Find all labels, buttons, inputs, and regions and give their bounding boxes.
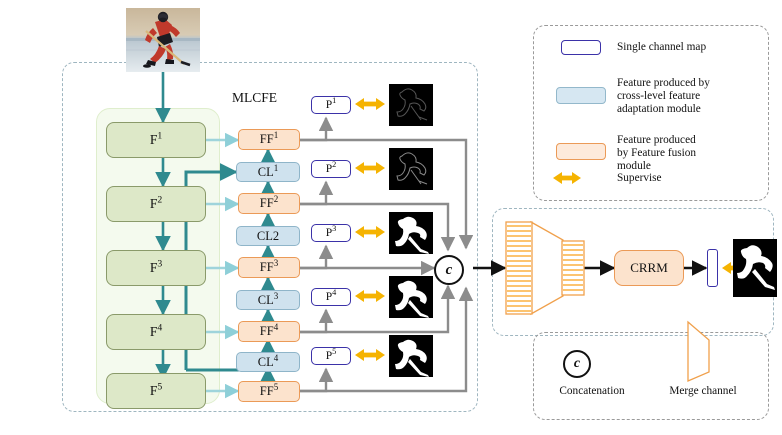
cross-level-cl4-label: CL4 bbox=[257, 352, 279, 369]
feature-block-f3[interactable]: F3 bbox=[106, 250, 206, 286]
legend-label-feature-fusion-line1: Feature produced bbox=[617, 134, 696, 146]
feature-block-f1-label: F1 bbox=[149, 130, 163, 147]
cross-level-cl2-label: CL2 bbox=[256, 228, 280, 243]
feature-block-f2-label: F2 bbox=[149, 194, 163, 211]
legend-concatenation-icon: c bbox=[563, 350, 591, 378]
legend-label-cross-level: Feature produced by cross-level feature … bbox=[617, 77, 769, 116]
feature-fusion-ff3[interactable]: FF3 bbox=[238, 257, 300, 278]
prediction-map-p2[interactable]: P2 bbox=[311, 160, 351, 178]
cross-level-cl2[interactable]: CL2 bbox=[236, 226, 300, 246]
legend-swatch-cross-level bbox=[556, 87, 606, 104]
feature-fusion-ff1[interactable]: FF1 bbox=[238, 129, 300, 150]
feature-fusion-ff3-label: FF3 bbox=[259, 257, 279, 274]
feature-fusion-ff2-label: FF2 bbox=[259, 193, 279, 210]
ground-truth-p3 bbox=[389, 212, 433, 254]
prediction-map-p3[interactable]: P3 bbox=[311, 224, 351, 242]
feature-fusion-ff4-label: FF4 bbox=[259, 321, 279, 338]
cross-level-cl4[interactable]: CL4 bbox=[236, 352, 300, 372]
prediction-map-p4-label: P4 bbox=[325, 288, 337, 303]
ground-truth-p5 bbox=[389, 335, 433, 377]
feature-block-f2[interactable]: F2 bbox=[106, 186, 206, 222]
page-title: MLCFE bbox=[232, 90, 278, 105]
legend-top-container bbox=[533, 25, 769, 201]
ground-truth-p4 bbox=[389, 276, 433, 318]
legend-bottom-container bbox=[533, 332, 769, 420]
feature-block-f4-label: F4 bbox=[149, 322, 163, 339]
feature-block-f5[interactable]: F5 bbox=[106, 373, 206, 409]
crrm-label: CRRM bbox=[630, 260, 668, 275]
legend-label-feature-fusion-line3: module bbox=[617, 160, 651, 172]
legend-swatch-single-channel bbox=[561, 40, 601, 55]
cross-level-cl1[interactable]: CL1 bbox=[236, 162, 300, 182]
legend-label-feature-fusion-line2: by Feature fusion bbox=[617, 147, 697, 159]
mlcfe-container bbox=[62, 62, 478, 412]
legend-label-concatenation: Concatenation bbox=[559, 385, 625, 397]
legend-label-merge-channel: Merge channel bbox=[669, 385, 737, 397]
cross-level-cl1-label: CL1 bbox=[257, 162, 279, 179]
prediction-map-p5-label: P5 bbox=[325, 347, 337, 362]
legend-label-single-channel: Single channel map bbox=[617, 41, 707, 53]
legend-label-cross-level-line2: cross-level feature bbox=[617, 90, 701, 102]
feature-fusion-ff4[interactable]: FF4 bbox=[238, 321, 300, 342]
legend-concatenation-symbol: c bbox=[573, 356, 581, 371]
output-single-channel-map bbox=[707, 249, 718, 287]
prediction-map-p2-label: P2 bbox=[325, 160, 337, 175]
final-output-image bbox=[733, 239, 777, 297]
legend-label-cross-level-line1: Feature produced by bbox=[617, 77, 710, 89]
feature-block-f3-label: F3 bbox=[149, 258, 163, 275]
legend-label-supervise: Supervise bbox=[617, 172, 662, 184]
feature-fusion-ff5-label: FF5 bbox=[259, 381, 279, 398]
ground-truth-p2 bbox=[389, 148, 433, 190]
legend-label-feature-fusion: Feature produced by Feature fusion modul… bbox=[617, 134, 769, 173]
prediction-map-p5[interactable]: P5 bbox=[311, 347, 351, 365]
feature-block-f5-label: F5 bbox=[149, 381, 163, 398]
prediction-map-p1-label: P1 bbox=[325, 96, 337, 111]
legend-label-cross-level-line3: adaptation module bbox=[617, 103, 701, 115]
feature-block-f4[interactable]: F4 bbox=[106, 314, 206, 350]
ground-truth-p1 bbox=[389, 84, 433, 126]
prediction-map-p3-label: P3 bbox=[325, 224, 337, 239]
feature-fusion-ff5[interactable]: FF5 bbox=[238, 381, 300, 402]
concatenation-node[interactable]: c bbox=[434, 255, 464, 285]
crrm-module[interactable]: CRRM bbox=[614, 250, 684, 286]
legend-swatch-feature-fusion bbox=[556, 143, 606, 160]
cross-level-cl3[interactable]: CL3 bbox=[236, 290, 300, 310]
prediction-map-p1[interactable]: P1 bbox=[311, 96, 351, 114]
concatenation-symbol: c bbox=[445, 261, 453, 278]
cross-level-cl3-label: CL3 bbox=[257, 290, 279, 307]
feature-fusion-ff2[interactable]: FF2 bbox=[238, 193, 300, 214]
input-image bbox=[126, 8, 200, 72]
prediction-map-p4[interactable]: P4 bbox=[311, 288, 351, 306]
feature-block-f1[interactable]: F1 bbox=[106, 122, 206, 158]
feature-fusion-ff1-label: FF1 bbox=[259, 129, 279, 146]
